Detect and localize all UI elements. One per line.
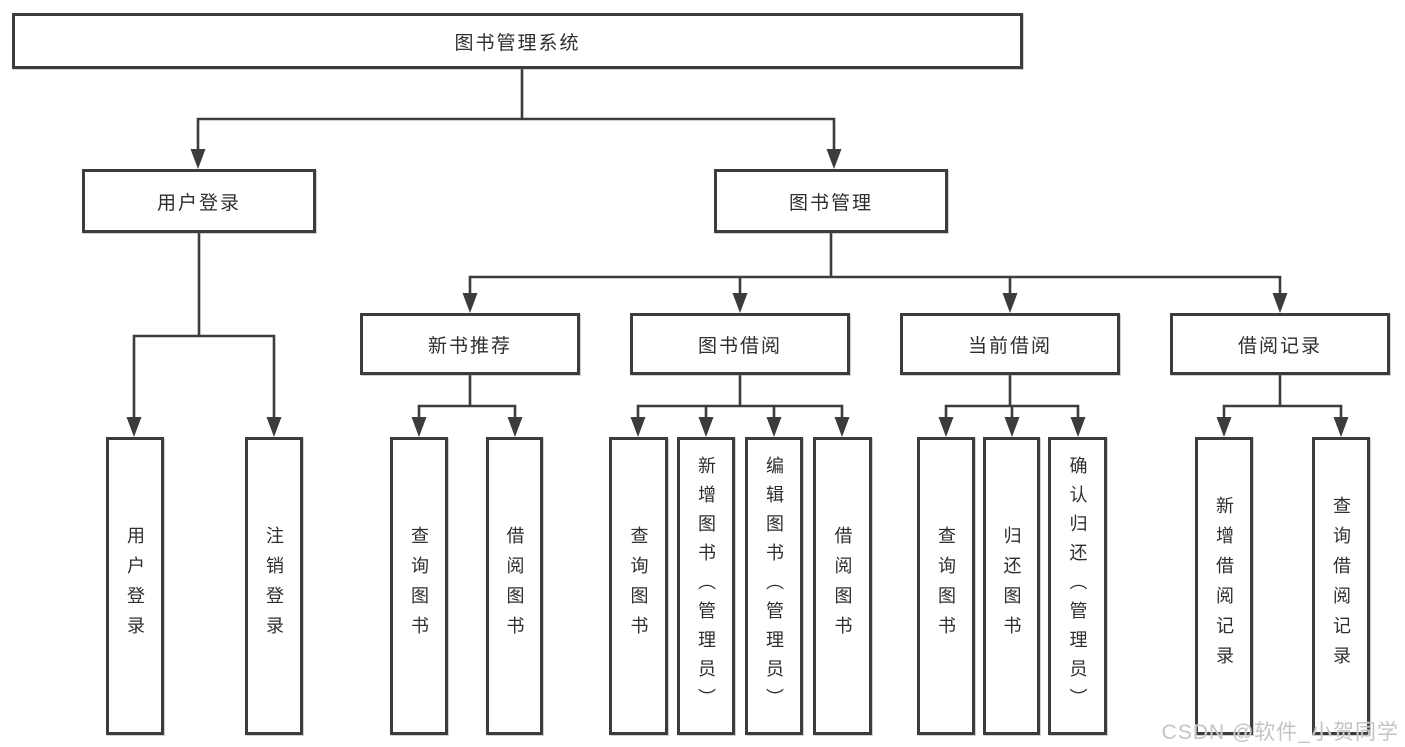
node-book-management: 图书管理 <box>714 169 948 233</box>
node-book-borrowing: 图书借阅 <box>630 313 850 375</box>
node-label: 编辑图书（管理员） <box>764 455 784 717</box>
node-borrowing-records: 借阅记录 <box>1170 313 1390 375</box>
node-leaf-bb-add-books-admin: 新增图书（管理员） <box>677 437 735 735</box>
node-leaf-cb-return-books: 归还图书 <box>983 437 1040 735</box>
node-label: 图书借阅 <box>697 335 782 357</box>
node-leaf-br-add-record: 新增借阅记录 <box>1195 437 1253 735</box>
node-label: 归还图书 <box>1001 526 1022 646</box>
node-leaf-user-login: 用户登录 <box>106 437 164 735</box>
node-label: 借阅图书 <box>832 526 853 646</box>
node-library-system: 图书管理系统 <box>12 13 1023 69</box>
node-leaf-rec-borrow-books: 借阅图书 <box>486 437 543 735</box>
node-label: 查询图书 <box>409 526 429 646</box>
node-label: 借阅图书 <box>504 526 525 646</box>
node-new-book-recommendation: 新书推荐 <box>360 313 580 375</box>
node-label: 图书管理 <box>788 192 873 214</box>
node-label: 用户登录 <box>125 526 145 646</box>
node-label: 当前借阅 <box>967 335 1052 357</box>
node-leaf-cb-query-books: 查询图书 <box>917 437 975 735</box>
node-leaf-cb-confirm-return-admin: 确认归还（管理员） <box>1048 437 1107 735</box>
node-leaf-bb-borrow-books: 借阅图书 <box>813 437 872 735</box>
node-label: 用户登录 <box>156 192 241 214</box>
csdn-watermark: CSDN @软件_小贺同学 <box>1161 721 1399 744</box>
node-user-login: 用户登录 <box>82 169 316 233</box>
node-leaf-bb-query-books: 查询图书 <box>609 437 668 735</box>
node-label: 查询图书 <box>628 526 649 646</box>
node-label: 新增图书（管理员） <box>696 455 716 717</box>
arrowheads <box>126 149 1349 437</box>
node-current-borrowing: 当前借阅 <box>900 313 1120 375</box>
node-label: 新增借阅记录 <box>1214 496 1234 676</box>
node-label: 借阅记录 <box>1237 335 1322 357</box>
node-label: 确认归还（管理员） <box>1067 455 1088 717</box>
node-label: 查询图书 <box>936 526 956 646</box>
node-label: 查询借阅记录 <box>1331 496 1351 676</box>
node-label: 注销登录 <box>264 526 284 646</box>
node-leaf-rec-query-books: 查询图书 <box>390 437 448 735</box>
node-leaf-logout: 注销登录 <box>245 437 303 735</box>
node-leaf-br-query-record: 查询借阅记录 <box>1312 437 1370 735</box>
node-label: 图书管理系统 <box>454 32 581 54</box>
node-leaf-bb-edit-books-admin: 编辑图书（管理员） <box>745 437 803 735</box>
node-label: 新书推荐 <box>427 335 512 357</box>
